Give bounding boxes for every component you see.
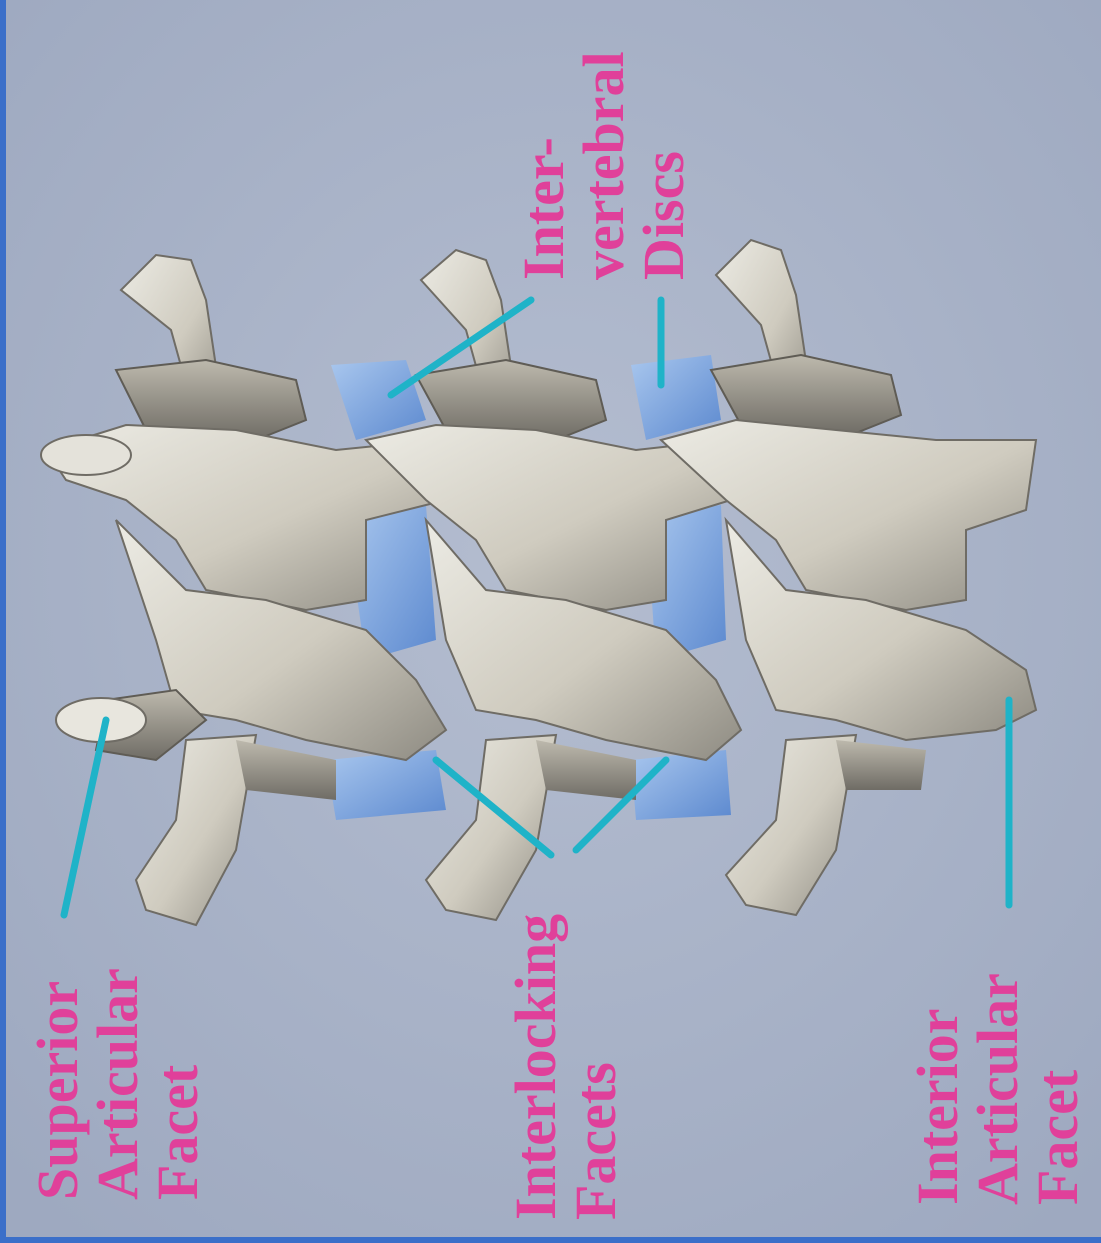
label-inferior-articular-facet: Interior Articular Facet xyxy=(908,973,1088,1205)
label-superior-articular-facet: Superior Articular Facet xyxy=(28,968,208,1200)
label-interlocking-facets: Interlocking Facets xyxy=(506,914,626,1220)
label-intervertebral-discs: Inter- vertebral Discs xyxy=(514,51,694,280)
